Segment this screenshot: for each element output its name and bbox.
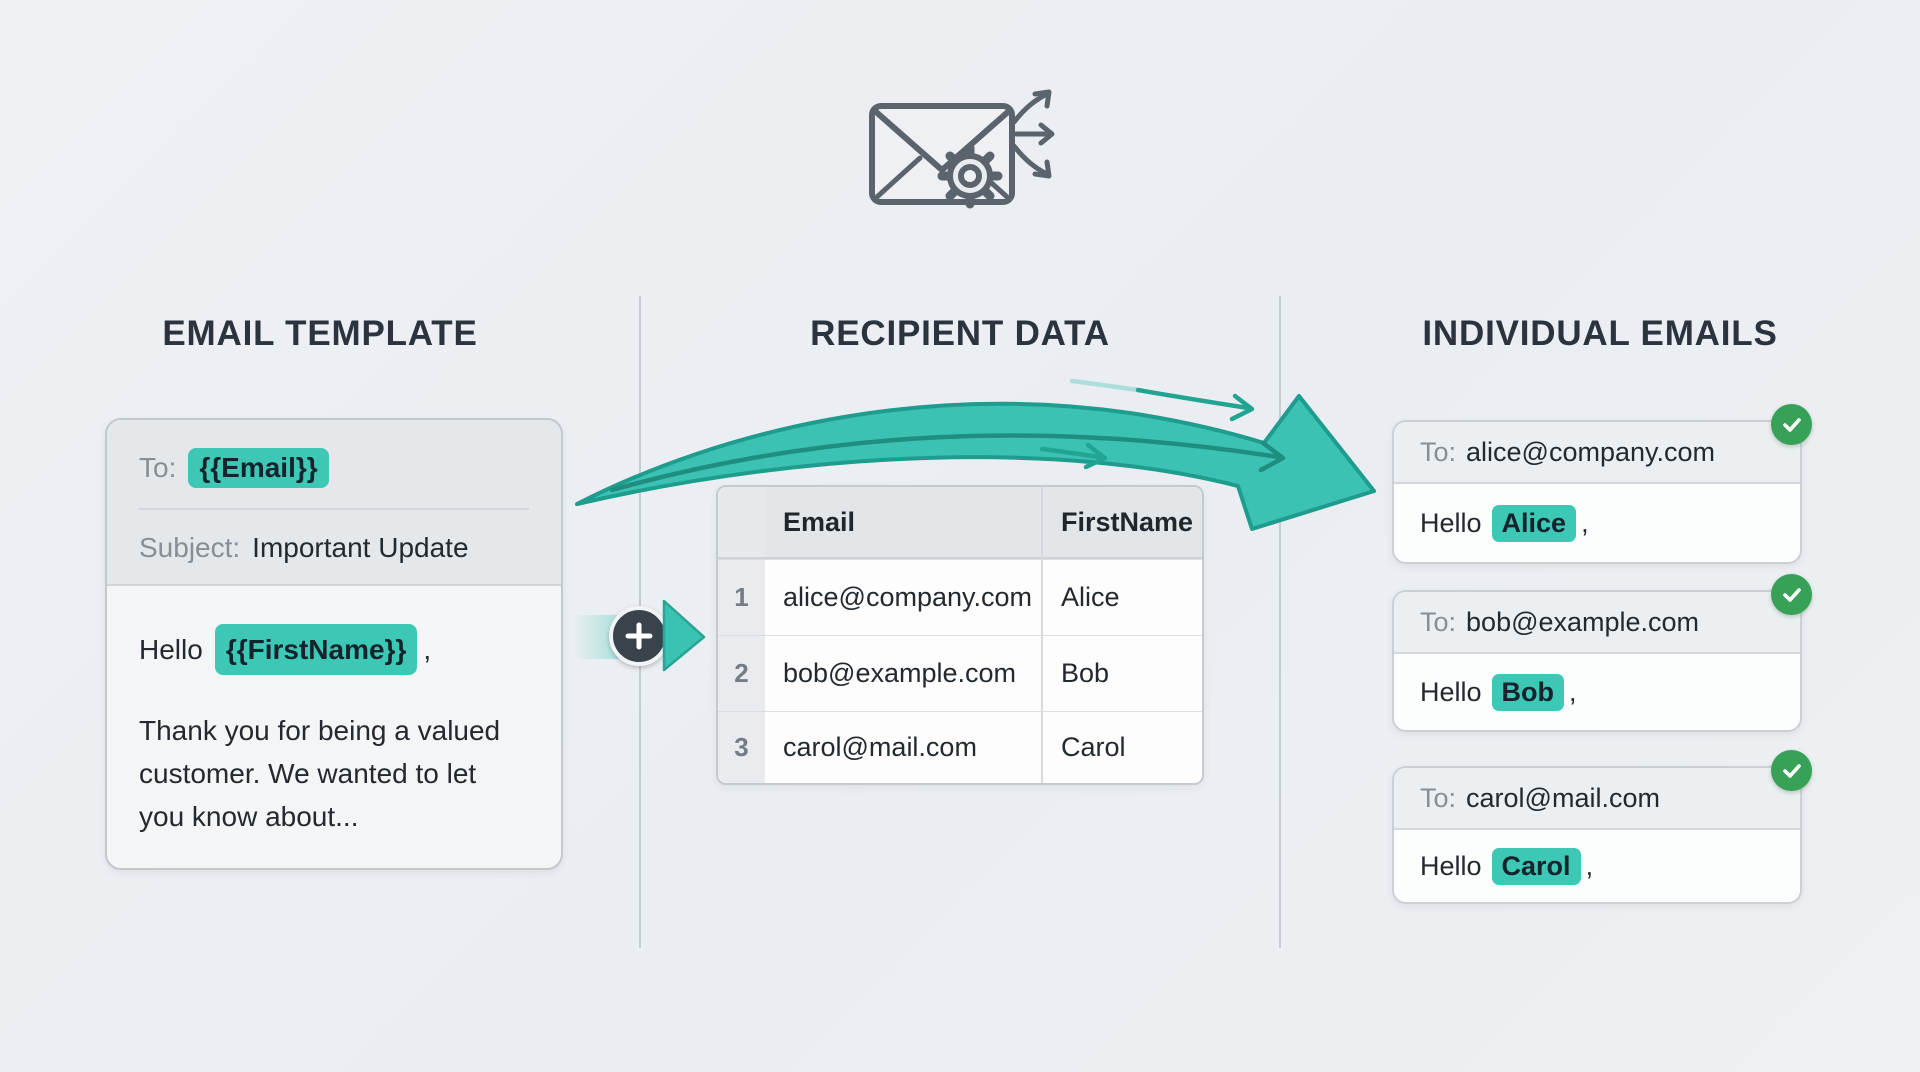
template-body-text: Thank you for being a valued customer. W… (139, 715, 501, 832)
connector-arrowhead-icon (655, 592, 713, 685)
template-greeting-row: Hello {{FirstName}} , (139, 624, 529, 675)
greeting-prefix: Hello (1420, 676, 1482, 707)
email-to-row: To: bob@example.com (1394, 592, 1800, 654)
email-greeting-row: Hello Bob , (1394, 654, 1800, 730)
table-cell-email: bob@example.com (765, 635, 1041, 711)
greeting-prefix: Hello (139, 634, 203, 665)
greeting-suffix: , (1569, 676, 1577, 707)
speed-arrow-upper (1069, 378, 1255, 422)
individual-email-card-alice: To: alice@company.com Hello Alice , (1392, 404, 1812, 564)
check-icon (1771, 574, 1812, 615)
greeting-prefix: Hello (1420, 507, 1482, 538)
speed-arrow-lower (993, 440, 1108, 470)
table-cell-firstname: Bob (1041, 635, 1202, 711)
to-label: To: (1420, 436, 1457, 467)
check-icon (1771, 750, 1812, 791)
email-to-row: To: alice@company.com (1394, 422, 1800, 484)
table-cell-firstname: Alice (1041, 559, 1202, 635)
merged-name-chip: Bob (1491, 673, 1565, 711)
to-label: To: (1420, 606, 1457, 637)
subject-value: Important Update (252, 532, 469, 563)
greeting-suffix: , (423, 634, 432, 665)
fanout-arrows-icon (1011, 89, 1055, 179)
to-label: To: (139, 452, 177, 483)
gear-icon (937, 143, 1003, 209)
row-number: 1 (718, 559, 765, 635)
mail-merge-hero-icon (858, 82, 1078, 227)
firstname-variable-chip: {{FirstName}} (214, 624, 418, 675)
header-divider (139, 508, 529, 510)
template-to-row: To: {{Email}} (139, 448, 529, 488)
individual-email-card-bob: To: bob@example.com Hello Bob , (1392, 574, 1812, 732)
merged-name-chip: Alice (1491, 504, 1577, 542)
greeting-suffix: , (1581, 507, 1589, 538)
recipient-data-table: Email FirstName 1 alice@company.com Alic… (716, 485, 1204, 785)
email-variable-chip: {{Email}} (188, 448, 329, 488)
to-label: To: (1420, 782, 1457, 813)
table-cell-firstname: Carol (1041, 711, 1202, 783)
greeting-suffix: , (1585, 850, 1594, 881)
column-title-email-template: EMAIL TEMPLATE (162, 314, 478, 353)
row-number: 3 (718, 711, 765, 783)
email-template-card: To: {{Email}} Subject: Important Update … (105, 418, 563, 870)
greeting-prefix: Hello (1420, 850, 1482, 881)
template-card-body: Hello {{FirstName}} , Thank you for bein… (107, 586, 561, 868)
check-icon (1771, 404, 1812, 445)
merged-name-chip: Carol (1491, 847, 1581, 885)
email-to-row: To: carol@mail.com (1394, 768, 1800, 830)
template-subject-row: Subject: Important Update (139, 532, 529, 564)
email-greeting-row: Hello Carol , (1394, 830, 1800, 902)
subject-label: Subject: (139, 532, 241, 563)
template-card-header: To: {{Email}} Subject: Important Update (107, 420, 561, 586)
column-title-individual-emails: INDIVIDUAL EMAILS (1422, 314, 1778, 353)
table-header-email: Email (765, 487, 1041, 559)
table-cell-email: alice@company.com (765, 559, 1041, 635)
column-divider-right (1279, 296, 1281, 948)
table-cell-email: carol@mail.com (765, 711, 1041, 783)
to-value: alice@company.com (1466, 436, 1716, 467)
individual-email-card-carol: To: carol@mail.com Hello Carol , (1392, 750, 1812, 904)
row-number: 2 (718, 635, 765, 711)
to-value: bob@example.com (1466, 606, 1700, 637)
table-header-firstname: FirstName (1041, 487, 1202, 559)
envelope-gear-fanout-icon (869, 89, 1055, 209)
table-corner-cell (718, 487, 765, 559)
email-greeting-row: Hello Alice , (1394, 484, 1800, 562)
to-value: carol@mail.com (1466, 782, 1660, 813)
column-title-recipient-data: RECIPIENT DATA (810, 314, 1110, 353)
